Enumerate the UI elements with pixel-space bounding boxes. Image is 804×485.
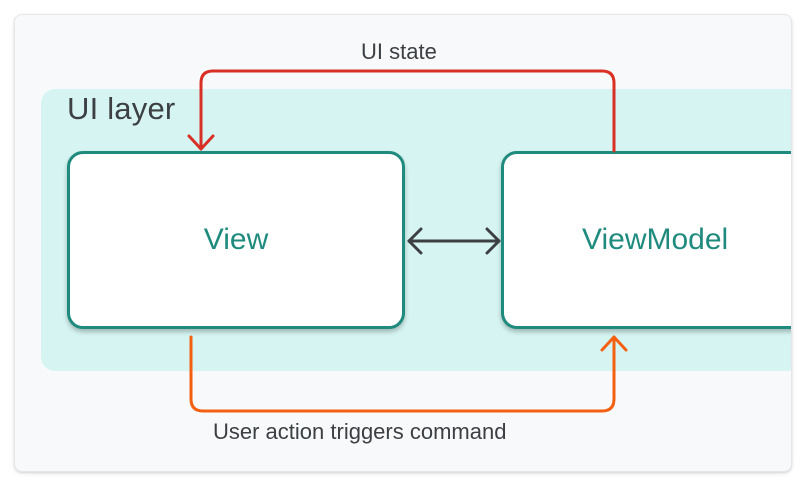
ui-layer-label: UI layer (67, 91, 176, 126)
user-action-label: User action triggers command (213, 419, 507, 444)
ui-state-arrow (199, 69, 616, 153)
view-node-label: View (203, 223, 269, 256)
diagram-card: UI layer View ViewModel UI state User ac… (14, 14, 792, 472)
bidirectional-arrowhead-left (407, 227, 423, 255)
viewmodel-node-label: ViewModel (582, 223, 729, 256)
user-action-arrowhead (600, 335, 628, 352)
user-action-arrow (189, 335, 616, 413)
ui-state-arrowhead (187, 134, 215, 151)
viewmodel-node: ViewModel (501, 151, 791, 329)
bidirectional-arrowhead-right (485, 227, 501, 255)
diagram-arrows (187, 69, 628, 413)
ui-state-label: UI state (361, 39, 437, 64)
view-node: View (67, 151, 405, 329)
